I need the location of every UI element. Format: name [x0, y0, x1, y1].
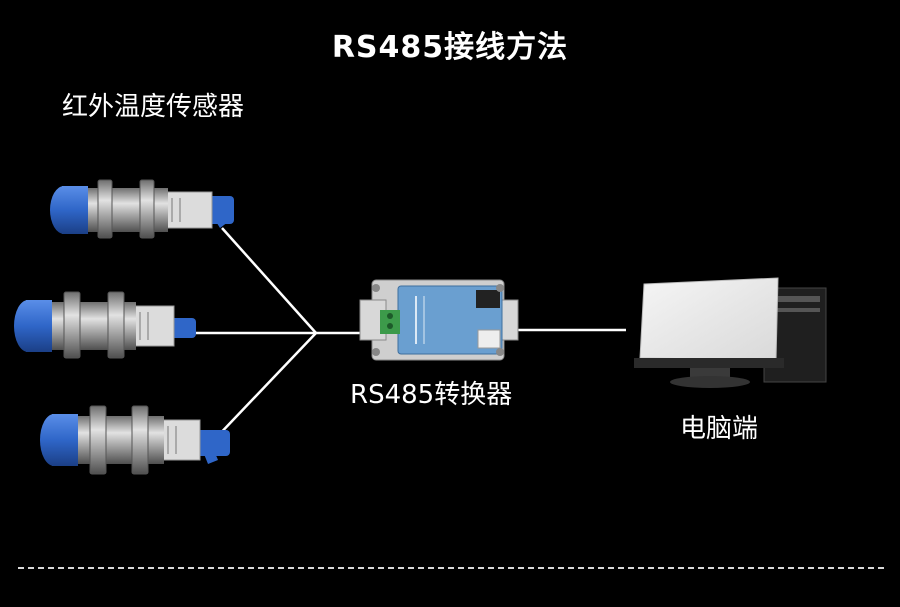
page-title: RS485接线方法: [331, 30, 569, 65]
desktop-computer-image: [634, 277, 827, 388]
sensor-image: [40, 405, 230, 475]
wire-sensor-1: [221, 227, 317, 334]
sensor-group-label: 红外温度传感器: [62, 92, 245, 122]
wires: [186, 227, 626, 441]
converter-image: [359, 279, 519, 361]
dashed-divider: [18, 567, 884, 569]
sensor-image: [50, 179, 234, 239]
computer-label: 电脑端: [680, 414, 759, 444]
converter-label: RS485转换器: [350, 380, 513, 410]
sensor-image: [14, 291, 196, 359]
wire-sensor-3: [213, 332, 317, 441]
